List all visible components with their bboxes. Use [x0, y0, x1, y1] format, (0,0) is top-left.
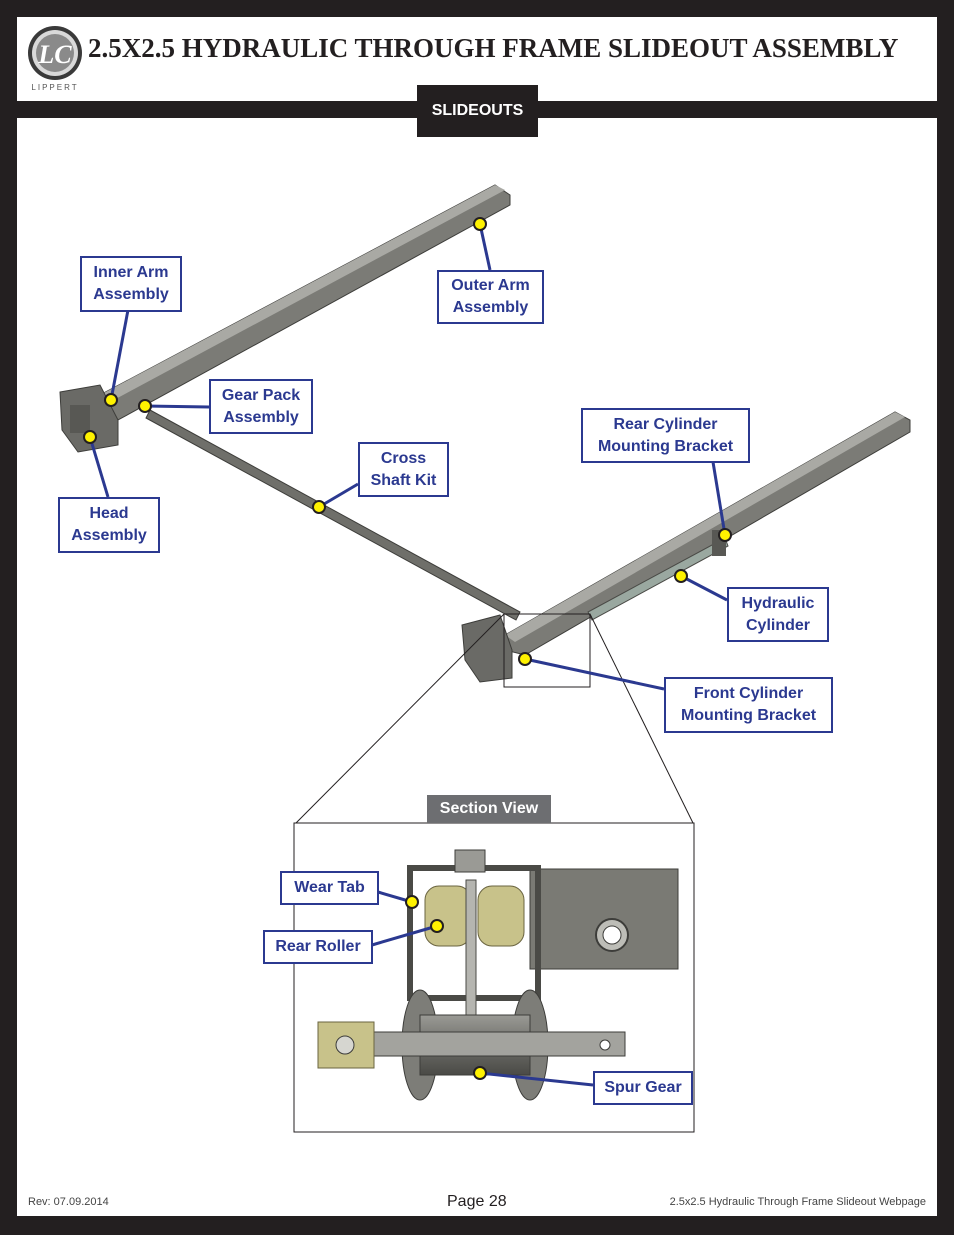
callout-line: Outer Arm: [451, 277, 530, 294]
document-name: 2.5x2.5 Hydraulic Through Frame Slideout…: [669, 1196, 926, 1208]
cross-shaft: [145, 409, 521, 621]
callout-line: Head: [89, 505, 129, 522]
callout-line: Gear Pack: [221, 386, 301, 404]
section-view-label: Section View: [427, 795, 551, 823]
callout-front-cylinder-mounting-bracket: Front Cylinder Mounting Bracket: [664, 677, 833, 733]
revision-date: Rev: 07.09.2014: [28, 1196, 109, 1208]
callout-head-assembly: Head Assembly: [58, 497, 160, 553]
callout-rear-roller: Rear Roller: [263, 930, 373, 964]
leader-lines: [88, 223, 728, 1087]
bottom-rail: [461, 411, 911, 683]
callout-wear-tab: Wear Tab: [280, 871, 379, 905]
page-header: LC LIPPERT 2.5X2.5 HYDRAULIC THROUGH FRA…: [17, 17, 937, 101]
callout-line: Assembly: [93, 286, 169, 303]
callout-hydraulic-cylinder: Hydraulic Cylinder: [727, 587, 829, 642]
callout-line: Assembly: [71, 527, 147, 544]
callout-gear-pack-assembly: Gear Pack Assembly: [209, 379, 313, 434]
callout-line: Mounting Bracket: [680, 707, 817, 724]
logo-wordmark: LIPPERT: [31, 83, 79, 92]
callout-line: Cylinder: [745, 616, 810, 634]
section-tab: SLIDEOUTS: [417, 85, 538, 137]
callout-line: Assembly: [452, 299, 529, 316]
callout-outer-arm-assembly: Outer Arm Assembly: [437, 270, 544, 324]
section-view-detail: [317, 849, 679, 1101]
callout-line: Shaft Kit: [370, 471, 437, 489]
page-title: 2.5X2.5 HYDRAULIC THROUGH FRAME SLIDEOUT…: [88, 33, 899, 63]
callout-spur-gear: Spur Gear: [593, 1071, 693, 1105]
callout-line: Hydraulic: [741, 594, 815, 612]
callout-line: Cross: [380, 449, 427, 467]
callout-markers: [83, 217, 732, 1080]
callout-line: Assembly: [223, 408, 299, 426]
top-rail: [59, 184, 511, 453]
callout-line: Front Cylinder: [693, 685, 804, 702]
lippert-logo-icon: LC: [28, 26, 82, 80]
callout-rear-cylinder-mounting-bracket: Rear Cylinder Mounting Bracket: [581, 408, 750, 463]
page-number: Page 28: [447, 1193, 507, 1210]
callout-line: Mounting Bracket: [597, 437, 734, 455]
callout-inner-arm-assembly: Inner Arm Assembly: [80, 256, 182, 312]
callout-line: Rear Cylinder: [613, 415, 718, 433]
svg-text:LC: LC: [37, 40, 72, 69]
callout-line: Inner Arm: [93, 264, 169, 281]
callout-cross-shaft-kit: Cross Shaft Kit: [358, 442, 449, 497]
